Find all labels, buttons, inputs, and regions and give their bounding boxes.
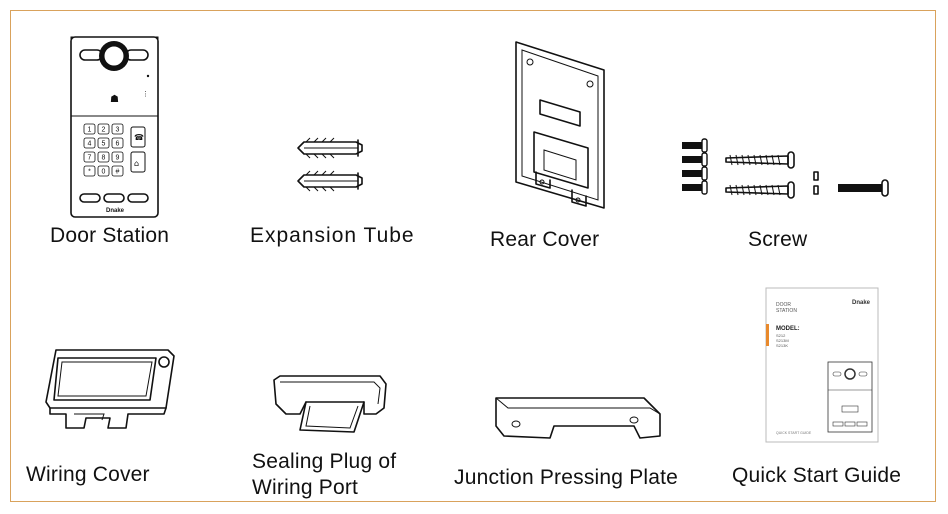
guide-heading-line1: DOOR bbox=[776, 302, 791, 308]
wiring-cover-icon bbox=[45, 349, 175, 429]
keypad-key-label: 8 bbox=[102, 155, 106, 162]
keypad-key bbox=[97, 123, 110, 135]
guide-footer: QUICK START GUIDE bbox=[776, 431, 812, 435]
keypad-key-label: 7 bbox=[88, 155, 92, 162]
wiring-cover-label: Wiring Cover bbox=[26, 463, 150, 486]
rear-cover-icon bbox=[515, 41, 605, 209]
guide-model-3: S213K bbox=[776, 343, 788, 348]
keypad-key-label: 9 bbox=[116, 155, 120, 162]
guide-brand: Dnake bbox=[852, 300, 871, 306]
svg-text:☎: ☎ bbox=[134, 133, 144, 142]
screw-label: Screw bbox=[748, 228, 808, 251]
keypad-key bbox=[83, 137, 96, 149]
keypad-key bbox=[111, 165, 124, 177]
quick-start-guide-label: Quick Start Guide bbox=[732, 464, 902, 487]
svg-text:☗: ☗ bbox=[110, 94, 119, 105]
keypad-key-label: 2 bbox=[102, 127, 106, 134]
keypad-key bbox=[97, 165, 110, 177]
keypad-key-label: 4 bbox=[88, 141, 92, 148]
keypad-key-label: 6 bbox=[116, 141, 120, 148]
keypad-key-label: 5 bbox=[102, 141, 106, 148]
keypad-key-label: * bbox=[88, 169, 91, 176]
guide-model-label: MODEL: bbox=[776, 326, 800, 332]
keypad-key-label: 3 bbox=[116, 127, 120, 134]
keypad-key bbox=[83, 151, 96, 163]
sealing-plug-label-line2: Wiring Port bbox=[252, 476, 359, 499]
svg-text:⌂: ⌂ bbox=[134, 159, 139, 168]
keypad-key bbox=[111, 123, 124, 135]
page-frame bbox=[10, 10, 936, 502]
small-screw bbox=[682, 184, 702, 191]
keypad-key bbox=[83, 165, 96, 177]
keypad-key-label: 0 bbox=[102, 169, 106, 176]
keypad-key bbox=[111, 137, 124, 149]
expansion-tube-icon bbox=[297, 137, 363, 192]
keypad-key bbox=[83, 123, 96, 135]
expansion-tube-label: Expansion Tube bbox=[250, 224, 415, 247]
sealing-plug-label-line1: Sealing Plug of bbox=[252, 450, 397, 473]
small-screw bbox=[682, 142, 702, 149]
small-screw-head bbox=[701, 166, 708, 181]
keypad-key bbox=[97, 137, 110, 149]
door-station-brand: Dnake bbox=[106, 208, 125, 214]
keypad-key bbox=[97, 151, 110, 163]
door-station-label: Door Station bbox=[50, 224, 170, 247]
small-screw bbox=[682, 170, 702, 177]
door-station-icon: ☗ ⋮ 1 2 3 4 5 6 7 8 9 * 0 # ☎ ⌂ Dnake bbox=[70, 36, 159, 218]
small-screw-head bbox=[701, 152, 708, 167]
junction-plate-label: Junction Pressing Plate bbox=[454, 466, 679, 489]
keypad-key bbox=[111, 151, 124, 163]
guide-model-1: S212 bbox=[776, 333, 786, 338]
small-screw-head bbox=[701, 180, 708, 195]
svg-text:⋮: ⋮ bbox=[142, 90, 149, 98]
quick-start-guide-icon: Dnake DOOR STATION MODEL: S212 S213M S21… bbox=[765, 287, 879, 443]
guide-heading-line2: STATION bbox=[776, 308, 797, 314]
screw-icon bbox=[682, 138, 889, 199]
rear-cover-label: Rear Cover bbox=[490, 228, 600, 251]
junction-plate-icon bbox=[495, 397, 661, 439]
small-screw-head bbox=[701, 138, 708, 153]
keypad-key-label: 1 bbox=[88, 127, 92, 134]
keypad-key-label: # bbox=[116, 169, 120, 176]
guide-model-2: S213M bbox=[776, 338, 789, 343]
small-screw bbox=[682, 156, 702, 163]
sealing-plug-icon bbox=[273, 375, 387, 433]
